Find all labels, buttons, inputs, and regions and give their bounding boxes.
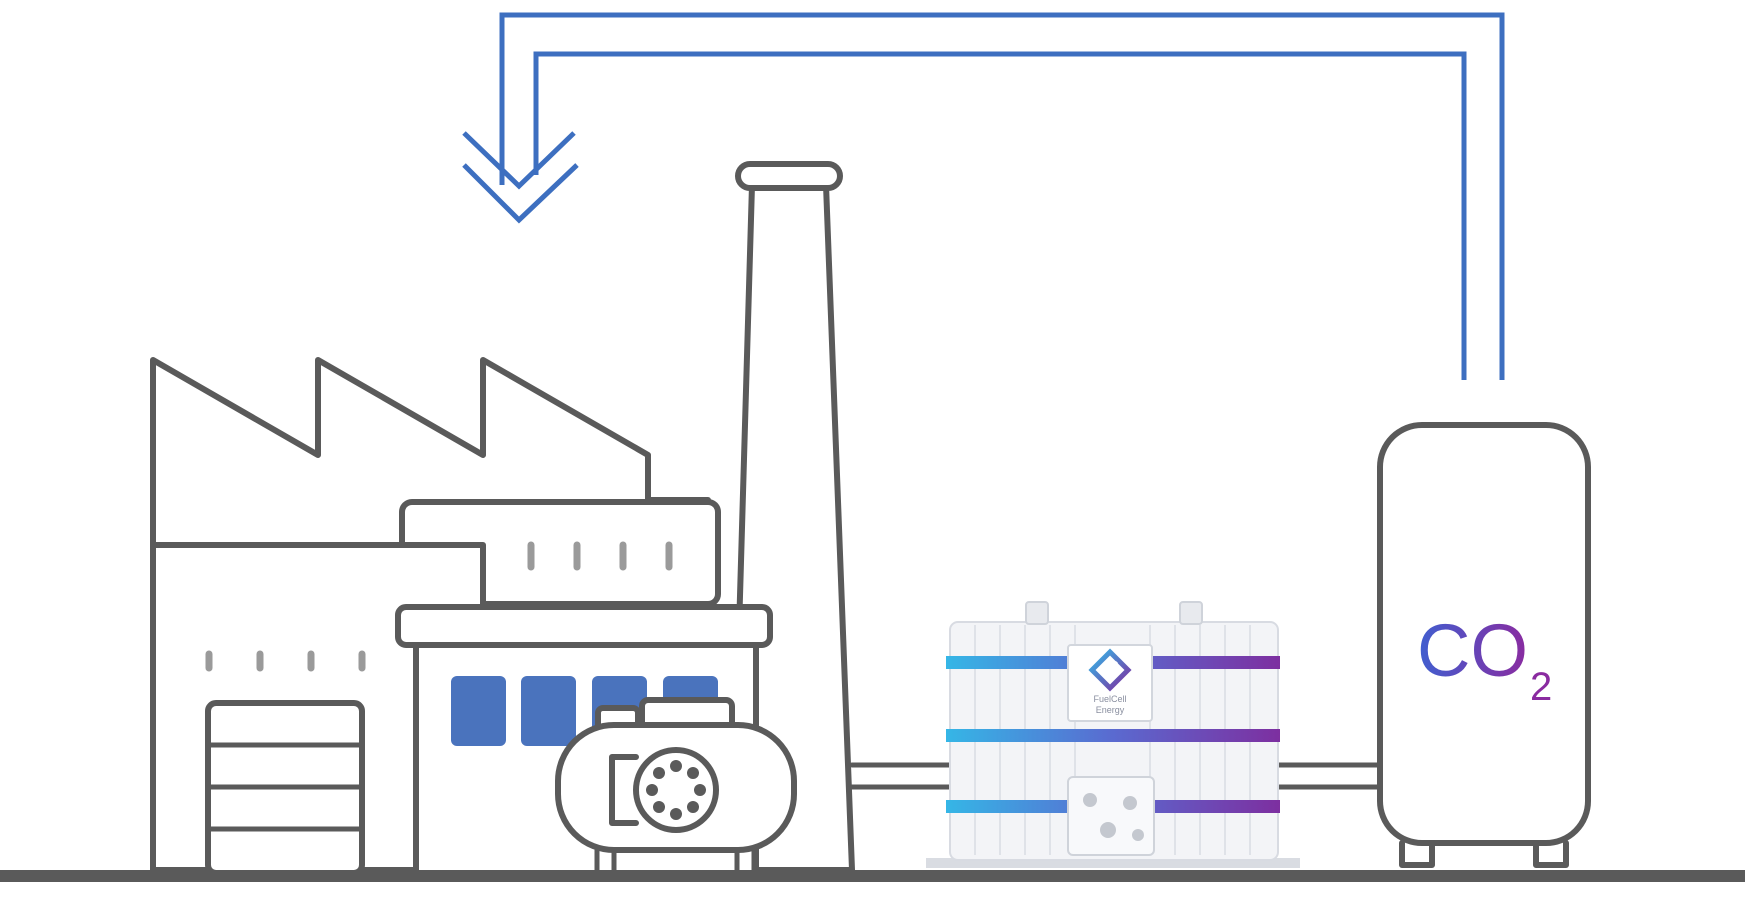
- fuelcell-logo-icon: [1088, 648, 1132, 692]
- arrowhead-outer: [462, 131, 576, 190]
- flange-bolts: [646, 760, 706, 820]
- co2-storage-tank: CO 2: [1377, 422, 1591, 868]
- tank-leg: [1399, 840, 1435, 868]
- tank-body: [1377, 422, 1591, 846]
- generator-bracket: [609, 754, 639, 826]
- fuel-cell-brand-line2: Energy: [1096, 705, 1125, 715]
- garage-door: [205, 700, 365, 876]
- pipe-fuelcell-to-tank: [1275, 762, 1383, 790]
- fuel-cell-nozzle: [1179, 601, 1203, 625]
- window: [521, 676, 576, 746]
- co2-label: CO: [1417, 609, 1528, 692]
- tank-leg: [1533, 840, 1569, 868]
- co2-subscript: 2: [1530, 665, 1552, 709]
- side-block-vents: [205, 650, 366, 672]
- flow-line-outer: [499, 12, 1505, 380]
- window: [451, 676, 506, 746]
- fuel-cell-module: FuelCell Energy: [926, 601, 1300, 868]
- arrowhead-inner: [462, 163, 579, 224]
- fuel-cell-control-panel: [1067, 776, 1155, 856]
- flow-line-inner: [533, 51, 1467, 380]
- fuel-cell-logo-plate: [1067, 644, 1153, 722]
- control-knobs: [1083, 793, 1144, 841]
- generator-unit: [555, 697, 797, 875]
- annex-vents: [527, 541, 673, 571]
- fuel-cell-band: [946, 729, 1280, 742]
- front-building-roof: [395, 604, 773, 648]
- pipe-factory-to-fuelcell: [849, 762, 953, 790]
- chimney-cap: [735, 161, 843, 191]
- fuel-cell-brand-line1: FuelCell: [1093, 694, 1126, 704]
- fuel-cell-base: [926, 858, 1300, 868]
- co2-return-flow-arrow: [462, 12, 1505, 380]
- fuel-cell-nozzle: [1025, 601, 1049, 625]
